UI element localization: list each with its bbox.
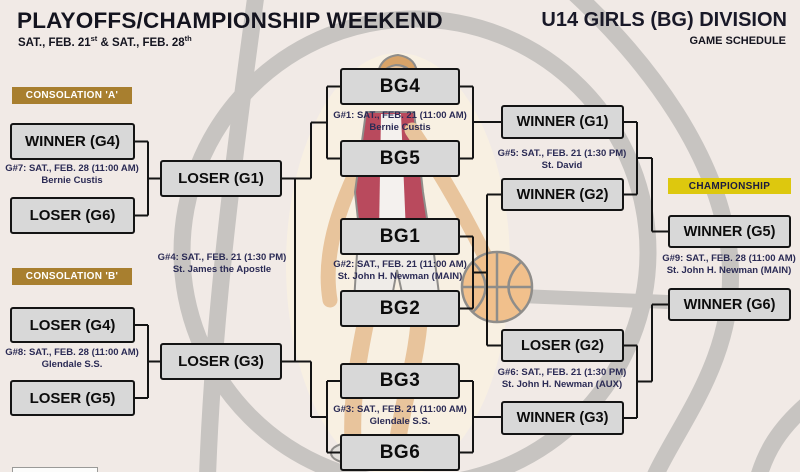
slot-bg4: BG4 — [340, 68, 460, 105]
slot-bg1: BG1 — [340, 218, 460, 255]
slot-bg2: BG2 — [340, 290, 460, 327]
division-title: U14 GIRLS (BG) DIVISION — [541, 9, 787, 31]
game-7-info: G#7: SAT., FEB. 28 (11:00 AM)Bernie Cust… — [5, 163, 139, 186]
basketball-icon — [460, 250, 534, 324]
event-dates: SAT., FEB. 21st & SAT., FEB. 28th — [18, 34, 192, 49]
cutoff-box-bottom-left — [12, 467, 98, 472]
slot-loser-g4: LOSER (G4) — [10, 307, 135, 343]
slot-loser-g6: LOSER (G6) — [10, 197, 135, 234]
game-8-info: G#8: SAT., FEB. 28 (11:00 AM)Glendale S.… — [5, 347, 139, 370]
slot-winner-g2: WINNER (G2) — [501, 178, 624, 211]
slot-bg5: BG5 — [340, 140, 460, 177]
game-4-info: G#4: SAT., FEB. 21 (1:30 PM)St. James th… — [157, 252, 287, 275]
slot-winner-g5: WINNER (G5) — [668, 215, 791, 248]
slot-winner-g6: WINNER (G6) — [668, 288, 791, 321]
game-2-info: G#2: SAT., FEB. 21 (11:00 AM)St. John H.… — [333, 259, 467, 282]
game-schedule-label: GAME SCHEDULE — [689, 35, 786, 47]
consolation-b-header: CONSOLATION 'B' — [12, 268, 132, 285]
slot-loser-g3: LOSER (G3) — [160, 343, 282, 380]
game-6-info: G#6: SAT., FEB. 21 (1:30 PM)St. John H. … — [497, 367, 627, 390]
slot-loser-g1: LOSER (G1) — [160, 160, 282, 197]
slot-winner-g4: WINNER (G4) — [10, 123, 135, 160]
slot-winner-g1: WINNER (G1) — [501, 105, 624, 139]
slot-winner-g3: WINNER (G3) — [501, 401, 624, 435]
game-3-info: G#3: SAT., FEB. 21 (11:00 AM)Glendale S.… — [333, 404, 467, 427]
game-1-info: G#1: SAT., FEB. 21 (11:00 AM)Bernie Cust… — [333, 110, 467, 133]
championship-header: CHAMPIONSHIP — [668, 178, 791, 194]
game-9-info: G#9: SAT., FEB. 28 (11:00 AM)St. John H.… — [662, 253, 796, 276]
slot-loser-g5: LOSER (G5) — [10, 380, 135, 416]
slot-bg6: BG6 — [340, 434, 460, 471]
page-title: PLAYOFFS/CHAMPIONSHIP WEEKEND — [17, 8, 443, 33]
slot-bg3: BG3 — [340, 363, 460, 399]
game-5-info: G#5: SAT., FEB. 21 (1:30 PM)St. David — [497, 148, 627, 171]
slot-loser-g2: LOSER (G2) — [501, 329, 624, 362]
consolation-a-header: CONSOLATION 'A' — [12, 87, 132, 104]
